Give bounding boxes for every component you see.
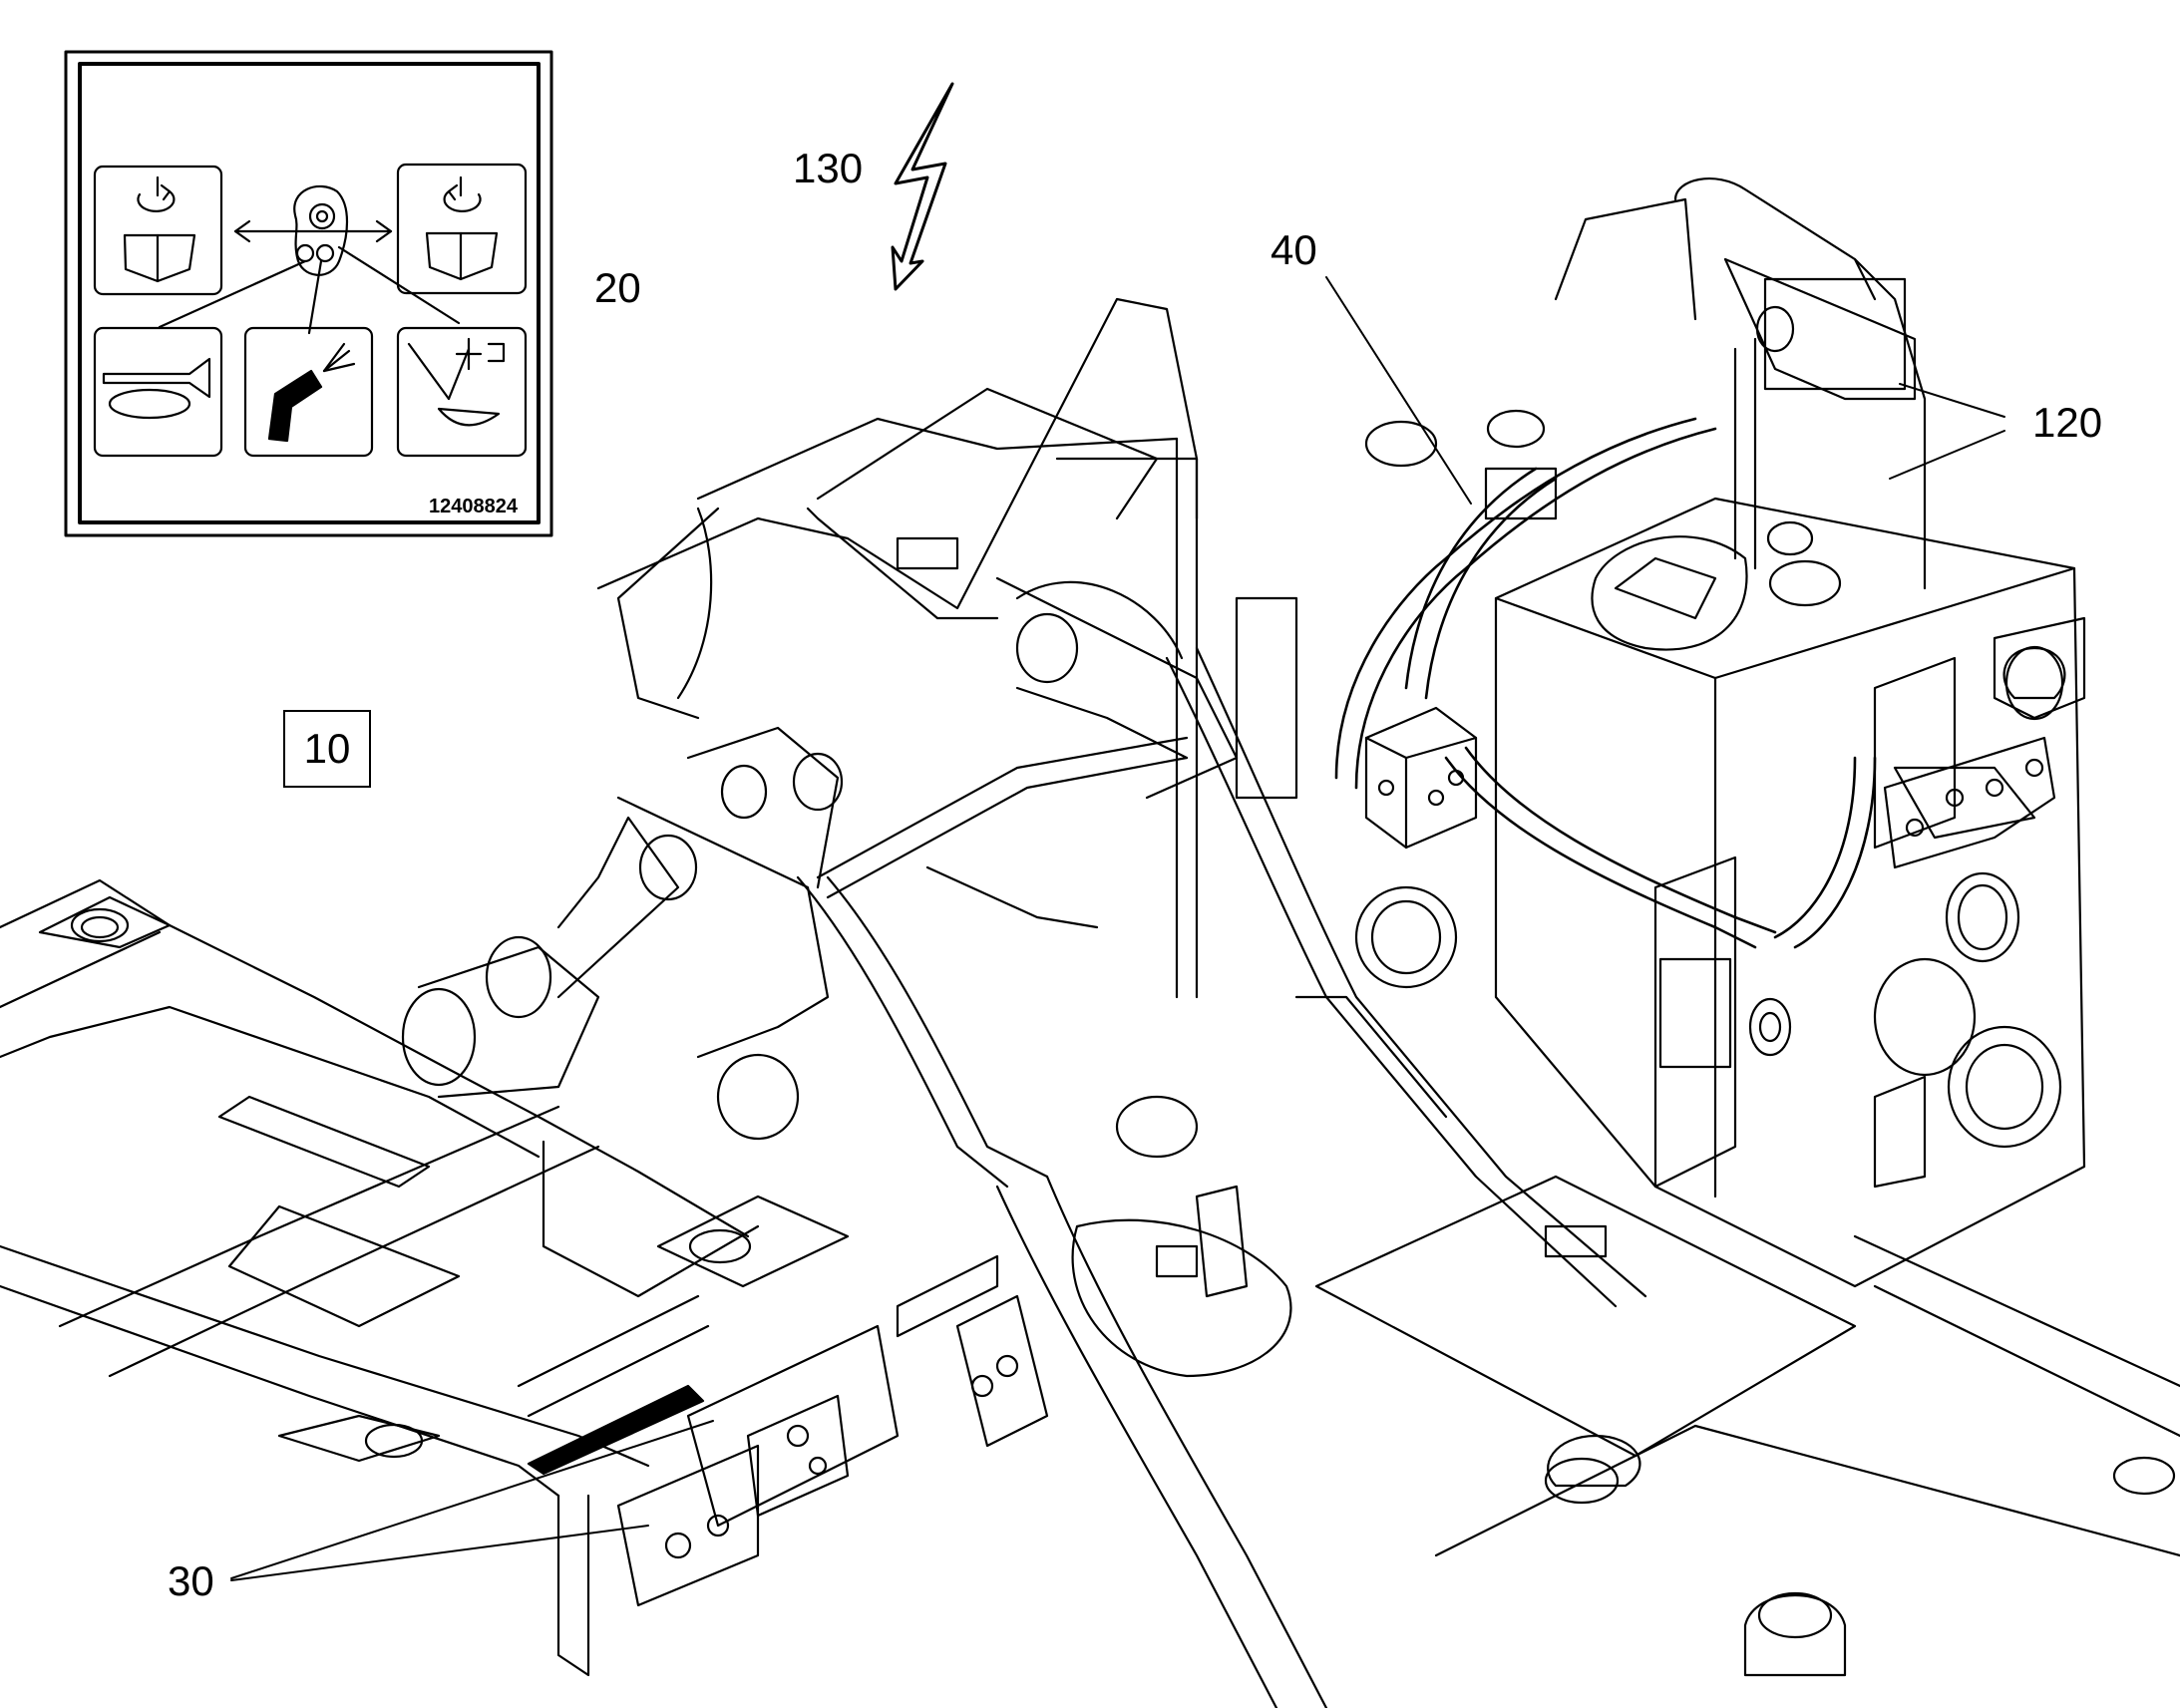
callout-130: 130 bbox=[793, 145, 864, 191]
counterweight-housing bbox=[596, 297, 1458, 999]
boom-tilt-icon bbox=[407, 337, 506, 427]
control-decal bbox=[64, 50, 553, 537]
hydraulic-hoses bbox=[1334, 417, 1877, 949]
valve-block-right bbox=[1883, 646, 2066, 869]
spray-nozzle-icon bbox=[267, 342, 356, 443]
hydraulic-tank-block bbox=[1364, 177, 2086, 1288]
floor-plates bbox=[1155, 1175, 2180, 1677]
horn-icon bbox=[102, 357, 211, 420]
leader-lines bbox=[230, 276, 2005, 1581]
decal-part-number: 12408824 bbox=[429, 496, 518, 517]
valve-block-upper bbox=[1364, 706, 1478, 850]
rotate-right-bucket-icon bbox=[425, 175, 499, 281]
callout-120: 120 bbox=[2032, 399, 2103, 446]
chassis-frame bbox=[0, 878, 850, 1677]
lightning-bolt-icon bbox=[891, 82, 954, 291]
callout-20: 20 bbox=[594, 264, 641, 311]
joystick-icon bbox=[158, 185, 461, 335]
hatched-bar bbox=[527, 1384, 705, 1476]
rotate-left-bucket-icon bbox=[123, 175, 196, 283]
callout-10: 10 bbox=[283, 710, 371, 788]
callout-30: 30 bbox=[168, 1557, 214, 1604]
boom-structure bbox=[401, 576, 1647, 1708]
callout-40: 40 bbox=[1271, 226, 1317, 273]
valve-block-lower bbox=[616, 1185, 1249, 1607]
